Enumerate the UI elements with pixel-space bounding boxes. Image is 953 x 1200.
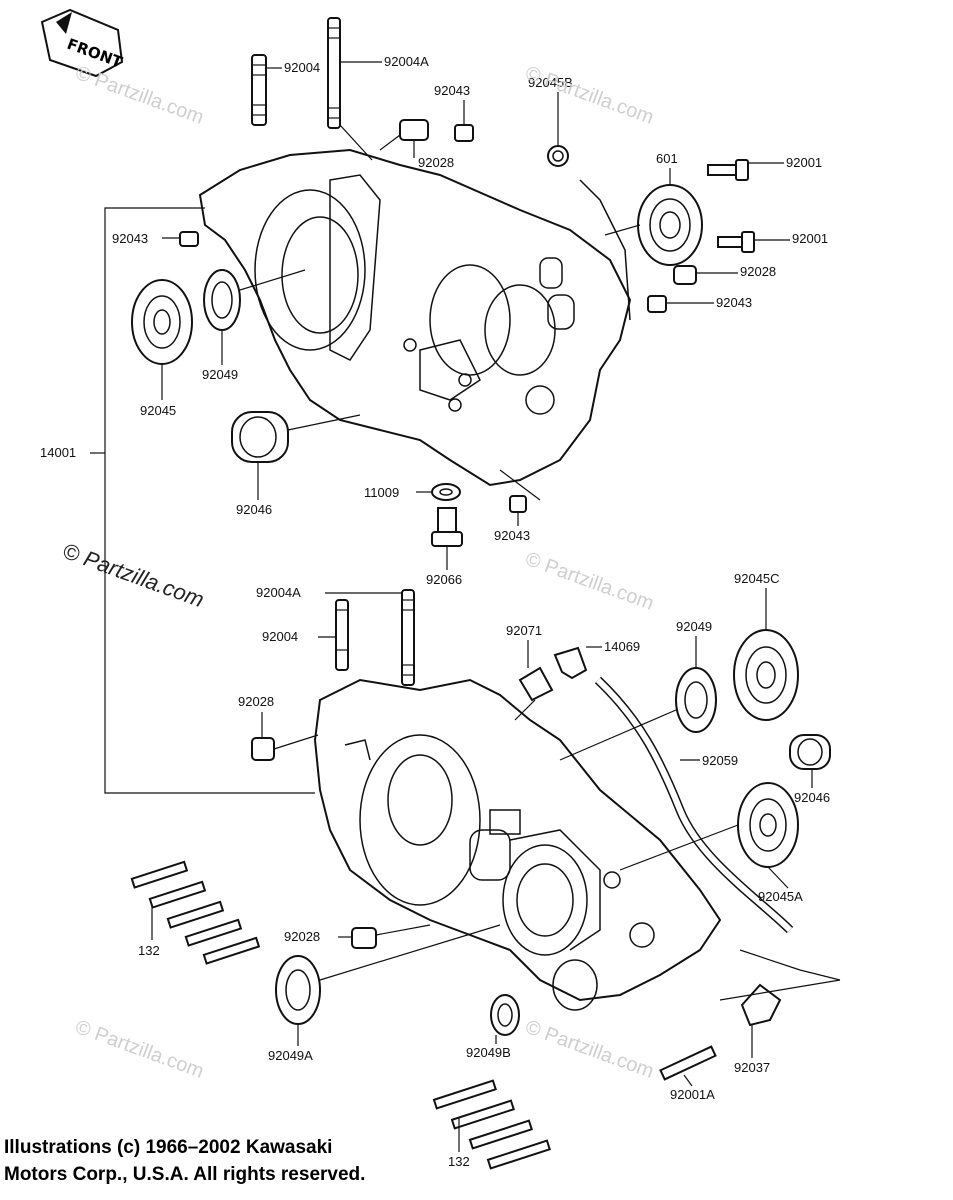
- upper-crankcase-half: [198, 148, 632, 487]
- part-label-92066: 92066: [426, 572, 463, 587]
- lower-parts: [130, 589, 841, 1170]
- part-label-92046: 92046: [794, 790, 831, 805]
- part-label-132: 132: [448, 1154, 470, 1169]
- part-label-92049: 92049: [676, 619, 713, 634]
- part-label-92045c: 92045C: [734, 571, 780, 586]
- leader-lines: [161, 61, 813, 1087]
- part-label-92001a: 92001A: [670, 1087, 715, 1102]
- part-label-92043: 92043: [716, 295, 753, 310]
- part-label-92004a: 92004A: [256, 585, 301, 600]
- part-label-92049: 92049: [202, 367, 239, 382]
- part-label-92028: 92028: [284, 929, 321, 944]
- part-label-92045a: 92045A: [758, 889, 803, 904]
- part-label-92043: 92043: [112, 231, 149, 246]
- bracket-14001: [90, 207, 315, 794]
- part-label-92004: 92004: [262, 629, 299, 644]
- part-label-92001: 92001: [792, 231, 829, 246]
- part-label-92043: 92043: [494, 528, 531, 543]
- part-label-601: 601: [656, 151, 678, 166]
- part-label-92001: 92001: [786, 155, 823, 170]
- part-label-92045b: 92045B: [528, 75, 573, 90]
- part-label-92037: 92037: [734, 1060, 771, 1075]
- part-label-92045: 92045: [140, 403, 177, 418]
- front-arrow-icon: FRONT: [40, 8, 125, 78]
- part-label-132: 132: [138, 943, 160, 958]
- part-label-92004a: 92004A: [384, 54, 429, 69]
- part-label-92071: 92071: [506, 623, 543, 638]
- upper-parts: [131, 17, 755, 547]
- part-label-92028: 92028: [238, 694, 275, 709]
- part-label-92043: 92043: [434, 83, 471, 98]
- part-label-11009: 11009: [364, 485, 400, 500]
- part-label-14001: 14001: [40, 445, 77, 460]
- part-label-92028: 92028: [740, 264, 777, 279]
- part-label-92028: 92028: [418, 155, 455, 170]
- part-label-92004: 92004: [284, 60, 321, 75]
- part-label-14069: 14069: [604, 639, 641, 654]
- part-label-92049b: 92049B: [466, 1045, 511, 1060]
- part-label-92046: 92046: [236, 502, 273, 517]
- copyright-notice: Illustrations (c) 1966–2002 Kawasaki Mot…: [4, 1137, 366, 1185]
- part-label-92059: 92059: [702, 753, 739, 768]
- part-label-92049a: 92049A: [268, 1048, 313, 1063]
- lower-crankcase-half: [313, 678, 722, 1011]
